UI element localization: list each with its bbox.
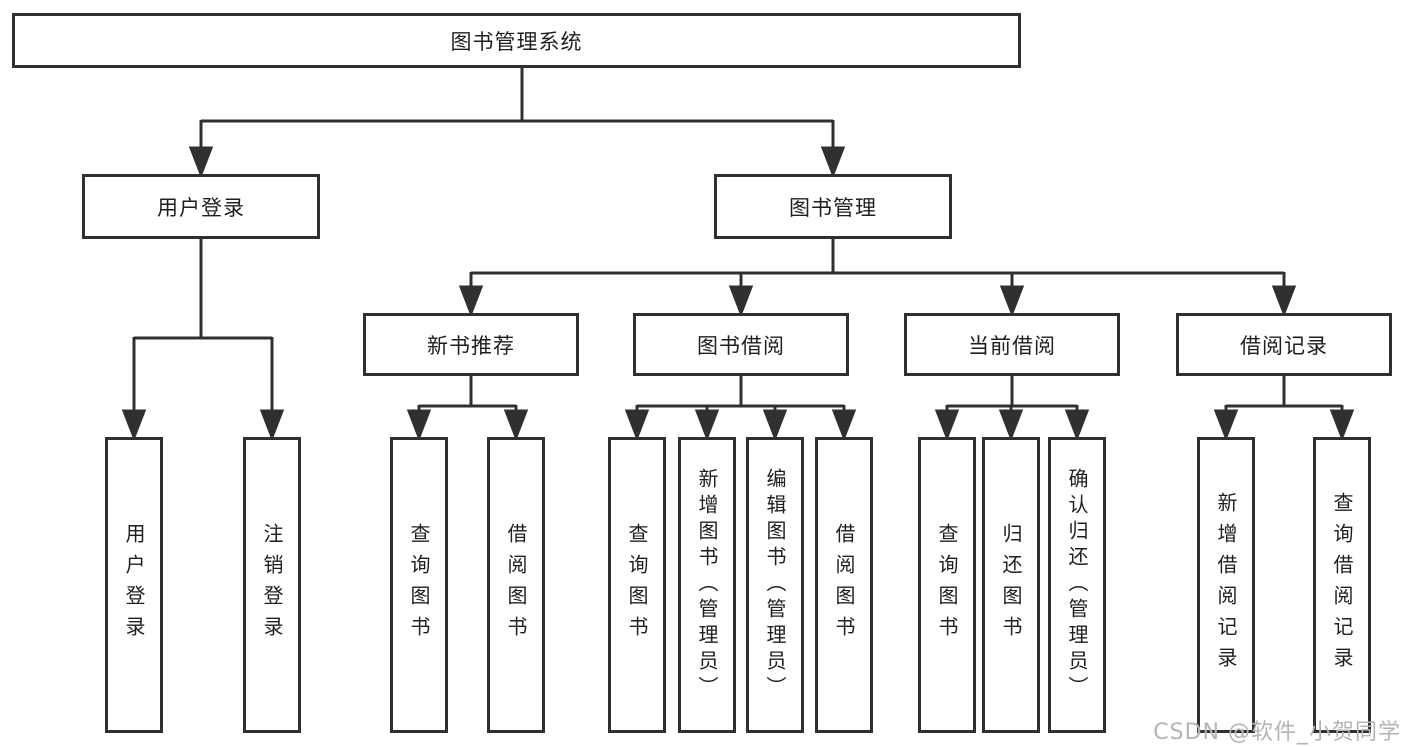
node-user-login: 用户登录: [82, 174, 320, 239]
arrowhead: [1213, 409, 1239, 442]
leaf-br-query-record: 查询借阅记录: [1313, 437, 1371, 733]
arrowhead: [762, 409, 788, 442]
arrowhead: [999, 285, 1025, 318]
arrowhead: [406, 409, 432, 442]
node-current-borrowing: 当前借阅: [904, 313, 1120, 376]
arrowhead: [728, 285, 754, 318]
node-library-system: 图书管理系统: [12, 13, 1021, 68]
leaf-bb-add-books-admin: 新增图书（管理员）: [678, 437, 736, 733]
arrowhead: [934, 409, 960, 442]
leaf-user-login: 用户登录: [105, 437, 163, 733]
leaf-cb-confirm-return-admin: 确认归还（管理员）: [1048, 437, 1106, 733]
leaf-bb-query-books: 查询图书: [608, 437, 666, 733]
arrowhead: [188, 146, 214, 179]
leaf-bb-borrow-books: 借阅图书: [815, 437, 873, 733]
arrowhead: [121, 409, 147, 442]
leaf-cb-return-books: 归还图书: [982, 437, 1040, 733]
leaf-cb-query-books: 查询图书: [918, 437, 976, 733]
arrowhead: [694, 409, 720, 442]
arrowhead: [998, 409, 1024, 442]
arrowhead: [831, 409, 857, 442]
arrowhead: [624, 409, 650, 442]
csdn-watermark: CSDN @软件_小贺同学: [1153, 720, 1401, 745]
arrowhead: [458, 285, 484, 318]
arrowhead: [820, 146, 846, 179]
arrowhead: [259, 409, 285, 442]
arrowhead: [1064, 409, 1090, 442]
leaf-br-add-record: 新增借阅记录: [1197, 437, 1255, 733]
leaf-rec-query-books: 查询图书: [390, 437, 448, 733]
node-borrow-records: 借阅记录: [1176, 313, 1392, 376]
leaf-rec-borrow-books: 借阅图书: [487, 437, 545, 733]
arrowhead: [1271, 285, 1297, 318]
leaf-bb-edit-books-admin: 编辑图书（管理员）: [746, 437, 804, 733]
node-new-book-recommend: 新书推荐: [363, 313, 579, 376]
arrowhead: [503, 409, 529, 442]
node-book-borrowing: 图书借阅: [633, 313, 849, 376]
leaf-logout: 注销登录: [243, 437, 301, 733]
node-book-management: 图书管理: [714, 174, 952, 239]
arrowhead: [1329, 409, 1355, 442]
